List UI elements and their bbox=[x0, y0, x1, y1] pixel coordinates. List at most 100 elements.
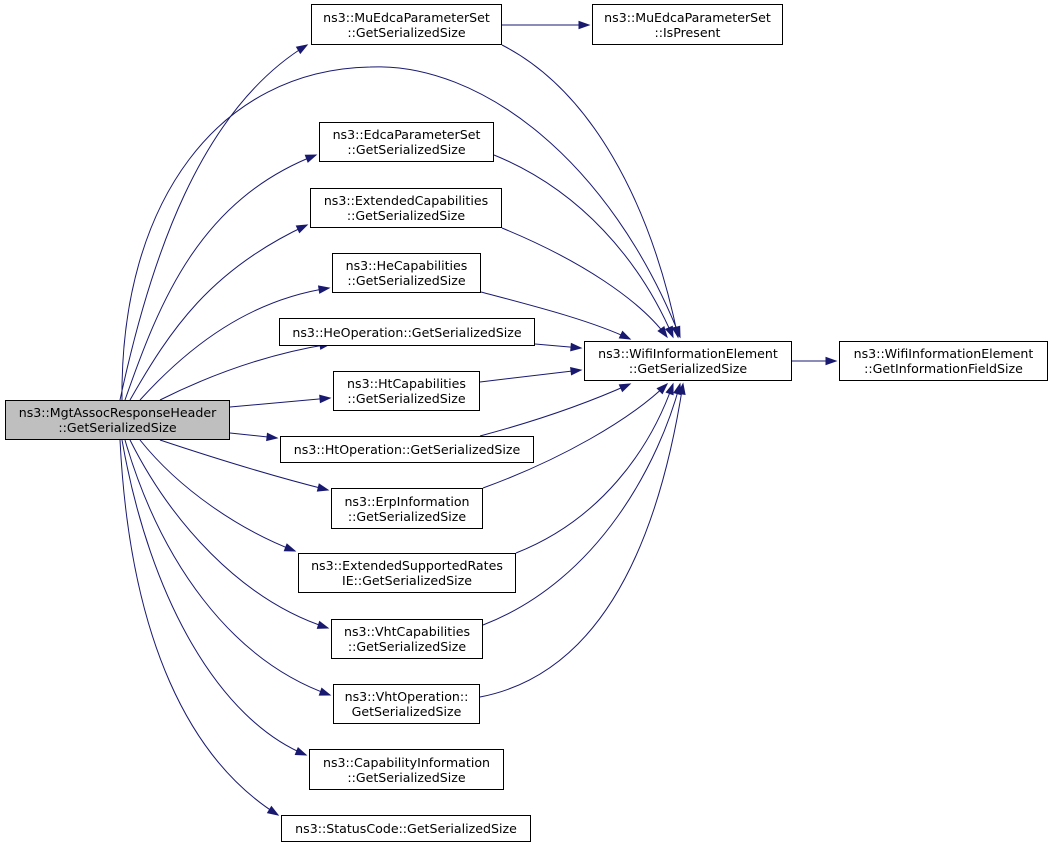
node-label-line: ns3::VhtCapabilities bbox=[343, 624, 471, 639]
arrow-head-icon bbox=[618, 330, 632, 340]
node-label-line: GetSerializedSize bbox=[351, 704, 462, 719]
edge-mu_size-to-wifi bbox=[501, 44, 681, 339]
node-label-line: ns3::ExtendedSupportedRates bbox=[311, 558, 503, 573]
edge-line bbox=[121, 66, 681, 401]
edge-root-to-vhtop bbox=[124, 439, 332, 696]
node-hecapabilities-getserializedsize[interactable]: ns3::HeCapabilities ::GetSerializedSize bbox=[332, 253, 481, 293]
edge-wifi-to-wifi_field bbox=[792, 356, 838, 366]
arrow-head-icon bbox=[570, 342, 583, 352]
edge-line bbox=[121, 439, 307, 756]
edge-line bbox=[159, 343, 331, 401]
arrow-head-icon bbox=[570, 366, 583, 376]
edge-vhtop-to-wifi bbox=[479, 382, 686, 698]
edge-line bbox=[501, 44, 679, 338]
node-label-line: ::GetSerializedSize bbox=[347, 273, 466, 288]
node-label-line: ns3::EdcaParameterSet bbox=[332, 127, 481, 142]
node-label-line: ns3::VhtOperation:: bbox=[344, 689, 469, 704]
node-label-line: ns3::StatusCode::GetSerializedSize bbox=[295, 821, 517, 836]
node-label-line: ns3::HtOperation::GetSerializedSize bbox=[293, 442, 521, 457]
arrow-head-icon bbox=[304, 154, 318, 163]
edge-line bbox=[119, 44, 308, 401]
edge-root-to-extcap bbox=[129, 224, 309, 401]
edge-root-to-htcap bbox=[229, 394, 332, 408]
node-label-line: ns3::HeCapabilities bbox=[345, 258, 468, 273]
edge-line bbox=[479, 383, 631, 437]
edge-root-to-hecap bbox=[139, 285, 331, 401]
node-muedcaparameterset-getserializedsize[interactable]: ns3::MuEdcaParameterSet ::GetSerializedS… bbox=[311, 4, 502, 45]
edge-line bbox=[479, 369, 582, 383]
edge-htcap-to-wifi bbox=[479, 366, 583, 383]
edge-line bbox=[159, 439, 329, 491]
edge-line bbox=[139, 439, 296, 552]
edge-root-to-vhtcap bbox=[129, 439, 330, 629]
node-label-line: ns3::MuEdcaParameterSet bbox=[323, 9, 490, 25]
edge-line bbox=[480, 291, 631, 340]
edge-extrates-to-wifi bbox=[515, 382, 674, 554]
node-label-line: ::GetSerializedSize bbox=[58, 420, 177, 435]
edge-hecap-to-wifi bbox=[480, 291, 632, 340]
arrow-head-icon bbox=[266, 432, 279, 442]
edge-line bbox=[479, 383, 684, 698]
edge-line bbox=[229, 397, 331, 408]
edge-line bbox=[124, 439, 331, 696]
edge-root-to-erp bbox=[159, 439, 330, 492]
node-htoperation-getserializedsize[interactable]: ns3::HtOperation::GetSerializedSize bbox=[280, 436, 534, 463]
edge-line bbox=[482, 383, 681, 626]
arrow-head-icon bbox=[664, 325, 674, 339]
node-label-line: ::GetSerializedSize bbox=[347, 639, 467, 654]
node-label-line: ::GetSerializedSize bbox=[347, 24, 466, 40]
arrow-head-icon bbox=[671, 325, 681, 339]
node-label-line: ns3::ErpInformation bbox=[344, 493, 470, 509]
node-label-line: ::GetInformationFieldSize bbox=[864, 361, 1023, 376]
arrow-head-icon bbox=[657, 325, 668, 339]
node-label-line: ns3::ExtendedCapabilities bbox=[323, 193, 489, 208]
edge-root-to-status bbox=[119, 439, 280, 816]
node-edcaparameterset-getserializedsize[interactable]: ns3::EdcaParameterSet ::GetSerializedSiz… bbox=[319, 122, 494, 162]
node-extendedsupportedratesie-getserializedsize[interactable]: ns3::ExtendedSupportedRates IE::GetSeria… bbox=[298, 553, 516, 593]
edge-line bbox=[129, 439, 329, 629]
arrow-head-icon bbox=[316, 483, 330, 492]
edge-line bbox=[139, 287, 330, 401]
arrow-head-icon bbox=[656, 382, 669, 395]
node-vhtcapabilities-getserializedsize[interactable]: ns3::VhtCapabilities ::GetSerializedSize bbox=[331, 619, 483, 659]
node-label-line: ::GetSerializedSize bbox=[628, 361, 748, 376]
arrow-head-icon bbox=[295, 224, 309, 234]
node-htcapabilities-getserializedsize[interactable]: ns3::HtCapabilities ::GetSerializedSize bbox=[333, 371, 480, 411]
node-label-line: ns3::MgtAssocResponseHeader bbox=[18, 405, 217, 420]
node-muedcaparameterset-ispresent[interactable]: ns3::MuEdcaParameterSet ::IsPresent bbox=[592, 4, 783, 45]
node-heoperation-getserializedsize[interactable]: ns3::HeOperation::GetSerializedSize bbox=[279, 318, 535, 346]
node-label-line: ns3::HtCapabilities bbox=[347, 376, 466, 391]
node-label-line: ::GetSerializedSize bbox=[347, 508, 467, 524]
node-label-line: ::GetSerializedSize bbox=[347, 769, 466, 785]
node-extendedcapabilities-getserializedsize[interactable]: ns3::ExtendedCapabilities ::GetSerialize… bbox=[310, 188, 502, 228]
node-capabilityinformation-getserializedsize[interactable]: ns3::CapabilityInformation ::GetSerializ… bbox=[309, 749, 504, 790]
edge-line bbox=[493, 154, 674, 338]
node-label-line: ::IsPresent bbox=[654, 24, 721, 40]
arrow-head-icon bbox=[677, 382, 686, 396]
edge-heop-to-wifi bbox=[534, 342, 583, 352]
node-erpinformation-getserializedsize[interactable]: ns3::ErpInformation ::GetSerializedSize bbox=[331, 488, 483, 529]
edge-root-to-heop bbox=[159, 341, 332, 401]
node-label-line: ns3::CapabilityInformation bbox=[322, 754, 491, 770]
arrow-head-icon bbox=[578, 20, 591, 30]
arrow-head-icon bbox=[266, 805, 280, 816]
arrow-head-icon bbox=[283, 543, 297, 552]
edge-erp-to-wifi bbox=[482, 382, 669, 489]
node-statuscode-getserializedsize[interactable]: ns3::StatusCode::GetSerializedSize bbox=[281, 815, 531, 842]
node-label-line: ns3::WifiInformationElement bbox=[853, 346, 1034, 361]
node-label-line: ::GetSerializedSize bbox=[346, 208, 466, 223]
node-mgtassocresponseheader-getserializedsize: ns3::MgtAssocResponseHeader ::GetSeriali… bbox=[5, 400, 230, 440]
edge-edca-to-wifi bbox=[493, 154, 674, 339]
node-label-line: IE::GetSerializedSize bbox=[342, 573, 472, 588]
arrow-head-icon bbox=[618, 383, 632, 393]
node-vhtoperation-getserializedsize[interactable]: ns3::VhtOperation:: GetSerializedSize bbox=[333, 684, 480, 724]
edge-line bbox=[129, 224, 308, 401]
node-label-line: ::GetSerializedSize bbox=[347, 391, 466, 406]
edge-root-to-edca bbox=[124, 154, 318, 401]
arrow-head-icon bbox=[665, 382, 674, 396]
edge-line bbox=[124, 154, 317, 401]
node-wifiinformationelement-getinformationfieldsize[interactable]: ns3::WifiInformationElement ::GetInforma… bbox=[839, 341, 1048, 381]
node-label-line: ns3::HeOperation::GetSerializedSize bbox=[292, 324, 522, 340]
node-wifiinformationelement-getserializedsize[interactable]: ns3::WifiInformationElement ::GetSeriali… bbox=[584, 341, 792, 381]
